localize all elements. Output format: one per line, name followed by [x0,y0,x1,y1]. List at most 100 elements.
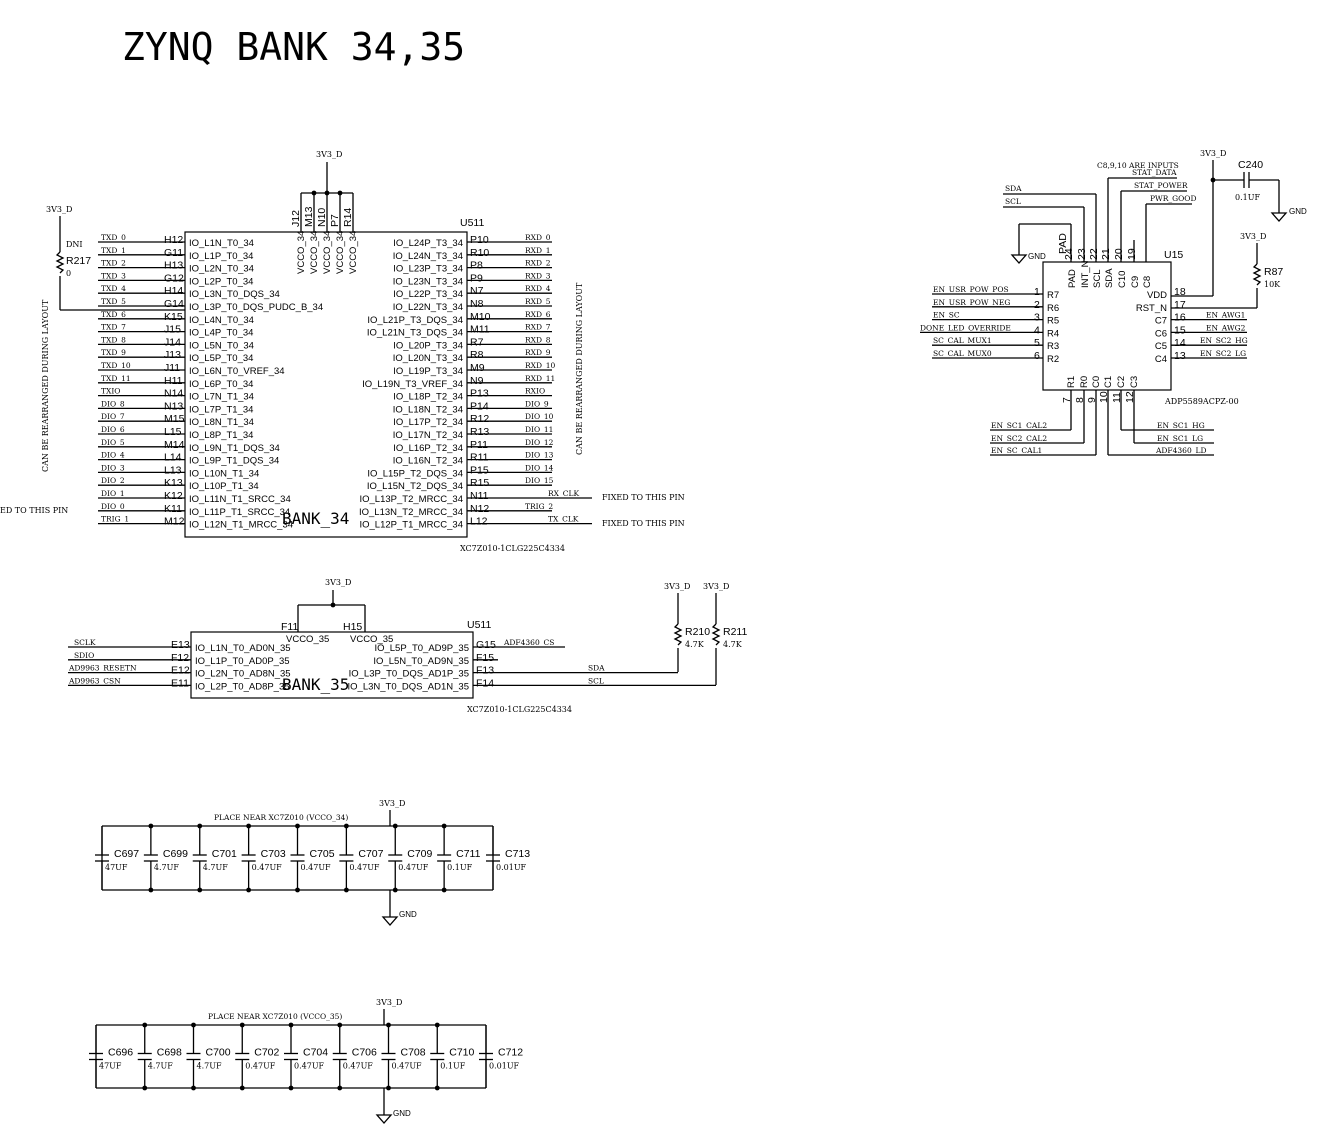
bank34-right-name-8: IO_L20P_T3_34 [393,340,463,351]
bank34-right-name-13: IO_L18N_T2_34 [393,404,463,415]
bank34-left-pin-16: M14 [164,439,185,451]
bank34-left-pin-10: J11 [164,362,180,374]
bank34-right-name-6: IO_L21P_T3_DQS_34 [367,315,463,326]
decoupling-vcco34: PLACE NEAR XC7Z010 (VCCO_34) 3V3_D GND C… [95,799,530,926]
c240-ref: C240 [1238,159,1263,171]
bank34-left-pin-17: L14 [164,452,182,464]
u15-note: C8,9,10 ARE INPUTS [1097,161,1179,170]
dec34-cap-row: C69747UFC6994.7UFC7014.7UFC7030.47UFC705… [95,823,530,893]
bank34-left-name-6: IO_L4N_T0_34 [189,315,254,326]
u15-left-pin-2: 3 [1034,312,1040,324]
dec35-cap-value-0: 47UF [99,1062,122,1071]
bank35-left-net-3: AD9963_CSN [68,676,121,685]
bank34-right-net-15: DIO_11 [525,425,553,434]
u15-bottom-net-r0: EN_SC1_HG [1157,421,1205,430]
bank34-left-name-9: IO_L5P_T0_34 [189,353,253,364]
bank34-vcco-pin-0: J12 [290,210,302,227]
dec34-cap-ref-6: C709 [407,848,432,860]
dec35-cap-value-1: 4.7UF [148,1062,173,1071]
dec35-dot-bot-2 [191,1085,196,1091]
note-fixed-tx-clk: FIXED TO THIS PIN [602,519,685,528]
bank34-vcco-pin-3: P7 [329,214,341,227]
u15-left-pin-1: 2 [1034,299,1040,311]
bank34-left-net-7: TXD_7 [101,323,126,332]
dec34-cap-value-5: 0.47UF [349,863,380,872]
dec35-cap-value-4: 0.47UF [294,1062,325,1071]
u15-bottom-pin-3: 10 [1098,391,1110,403]
bank34-right-name-20: IO_L13P_T2_MRCC_34 [360,494,464,505]
bank34-left-name-0: IO_L1N_T0_34 [189,238,254,249]
bank34-left-net-15: DIO_6 [101,425,125,434]
bank34-left-net-20: DIO_1 [101,489,125,498]
u15-top-pin-5: 19 [1126,248,1138,260]
u15-right-net-3: EN_AWG2 [1206,323,1246,332]
dec34-dot-bot-3 [246,887,252,893]
u15-left-net-3: DONE_LED_OVERRIDE [920,323,1011,332]
u15-top-name-1: INT_N [1080,260,1091,288]
dec34-cap-value-4: 0.47UF [301,863,332,872]
bank35-left-name-3: IO_L2P_T0_AD8P_35 [195,681,290,692]
dec34-power-net: 3V3_D [379,799,405,808]
u15-top-pin-2: 22 [1088,248,1100,260]
bank34-right-net-17: DIO_13 [525,451,554,460]
dec34-note: PLACE NEAR XC7Z010 (VCCO_34) [214,813,348,822]
dec34-cap-ref-7: C711 [456,848,480,860]
bank34-right-net-3: RXD_3 [525,271,551,280]
u15-left-net-5: SC_CAL_MUX0 [933,349,992,358]
bank34-left-name-19: IO_L10P_T1_34 [189,481,259,492]
bank34-left-pin-6: K15 [164,311,183,323]
u15-top-net-pwr-good: PWR_GOOD [1150,194,1196,203]
u511-bank34-body [184,231,468,538]
bank34-right-pin-15: R13 [470,426,489,438]
u15-right-net-2: EN_AWG1 [1206,311,1245,320]
u15-bottom-name-0: R1 [1066,376,1077,388]
dec34-cap-value-8: 0.01UF [496,863,527,872]
dec34-dot-bot-6 [392,887,398,893]
bank34-left-net-12: TXIO [101,387,120,396]
bank35-part: XC7Z010-1CLG225C4334 [467,705,572,714]
note-layout-left: CAN BE REARRANGED DURING LAYOUT [41,299,50,472]
bank34-right-name-18: IO_L15P_T2_DQS_34 [367,468,463,479]
bank34-left-name-22: IO_L12N_T1_MRCC_34 [189,520,293,531]
bank34-right-pin-4: N7 [470,285,484,297]
bank34-vcco-junction-3 [337,190,343,196]
bank34-vcco-junction-2 [324,190,330,196]
u15-bottom-pins: R17R08C09C110C211C312EN_SC1_CAL2EN_SC2_C… [990,376,1214,456]
u15-bottom-pin-2: 9 [1086,397,1098,403]
dec35-dot-bot-1 [142,1085,148,1091]
bank34-right-pin-14: R12 [470,413,489,425]
dec34-cap-ref-4: C705 [310,848,335,860]
u15-right-pin-5: 13 [1174,350,1186,362]
bank34-left-net-6: TXD_6 [101,310,126,319]
bank34-left-pin-20: K12 [164,490,183,502]
bank35-power-net: 3V3_D [325,578,351,587]
bank35-right-name-2: IO_L3P_T0_DQS_AD1P_35 [349,669,469,680]
dec34-dot-bot-2 [197,887,203,893]
bank34-right-pins: RXD_0P10IO_L24P_T3_34RXD_1R10IO_L24N_T3_… [359,233,592,531]
dec34-dot-bot-7 [441,887,447,893]
dec35-cap-value-7: 0.1UF [440,1062,465,1071]
bank34-right-pin-11: N9 [470,375,484,387]
bank35-right-net-0: ADF4360_CS [503,638,554,647]
bank34-power-net: 3V3_D [316,150,342,159]
dec34-dot-top-4 [295,823,300,829]
bank34-left-pin-2: H13 [164,260,183,272]
bank34-right-net-14: DIO_10 [525,412,554,421]
bank34-right-pin-21: N12 [470,503,489,515]
bank34-right-name-10: IO_L19P_T3_34 [393,366,463,377]
dec34-cap-ref-0: C697 [114,848,139,860]
dec34-gnd-symbol [381,916,399,926]
bank34-right-pin-3: P9 [470,272,483,284]
bank34-right-pin-12: P13 [470,388,489,400]
u15-bottom-net-r2: ADF4360_LD [1155,446,1206,455]
dec34-cap-value-0: 47UF [105,863,128,872]
bank34-left-net-14: DIO_7 [101,412,125,421]
dec34-dot-top-3 [246,823,252,829]
dec34-gnd-label: GND [399,910,417,919]
bank35-vcco-pin-1: H15 [343,621,362,633]
dec34-dot-bot-5 [343,887,349,893]
bank34-right-pin-20: N11 [470,490,489,502]
u15-bottom-pin-4: 11 [1111,392,1123,403]
u15-top-name-5: C9 [1130,276,1141,288]
